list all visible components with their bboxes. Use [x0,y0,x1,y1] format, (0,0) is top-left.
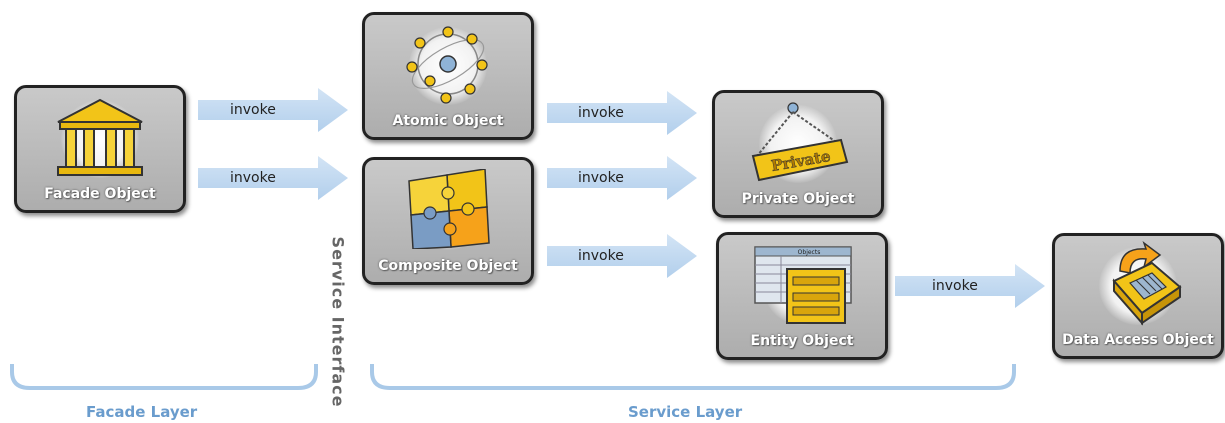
private-object-label: Private Object [741,191,855,207]
facade-object-box: Facade Object [14,85,186,213]
atomic-object-label: Atomic Object [392,113,504,129]
invoke-arrow-4 [547,156,697,200]
entity-table-icon: Objects [754,246,852,324]
service-interface-label: Service Interface [328,236,348,408]
invoke-arrow-3 [547,91,697,135]
data-access-icon [1112,241,1182,326]
atomic-object-box: Atomic Object [362,12,534,140]
entity-object-label: Entity Object [750,333,854,349]
service-layer-label: Service Layer [628,403,743,421]
composite-object-box: Composite Object [362,157,534,285]
entity-object-box: Objects Entity Object [716,232,888,360]
facade-object-label: Facade Object [44,186,156,202]
invoke-arrow-2 [198,156,348,200]
invoke-arrow-6 [895,264,1045,308]
private-object-box: Private Private Object [712,90,884,218]
service-layer-bracket [370,364,1016,390]
columns-icon [57,98,143,176]
private-sign-icon: Private [751,102,849,181]
composite-object-label: Composite Object [378,258,518,274]
invoke-arrow-1 [198,88,348,132]
puzzle-icon [408,168,490,249]
data-access-object-box: Data Access Object [1052,233,1224,359]
facade-layer-label: Facade Layer [86,403,198,421]
entity-header-text: Objects [798,249,821,256]
data-access-object-label: Data Access Object [1062,332,1214,348]
atom-icon [406,26,488,104]
invoke-arrow-5 [547,234,697,278]
facade-layer-bracket [10,364,318,390]
